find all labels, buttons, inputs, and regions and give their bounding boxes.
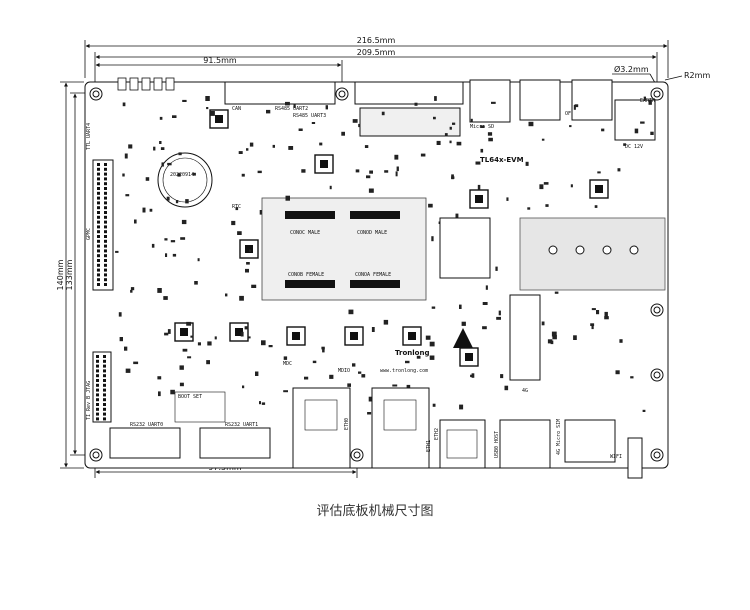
date-code-label: 20220914 xyxy=(170,172,194,178)
model-label: TL64x-EVM xyxy=(480,156,524,164)
expansion-holes xyxy=(548,245,639,255)
rs232-uart0-port xyxy=(109,427,181,459)
dimension-lines xyxy=(60,40,683,478)
top-offset-label: 91.5mm xyxy=(203,56,237,65)
overall-width-label: 216.5mm xyxy=(357,36,396,45)
dc-jack xyxy=(614,99,656,141)
mini-pcie-slot-2 xyxy=(439,217,491,279)
boot-set-label: BOOT SET xyxy=(178,394,202,400)
rs232-uart1-label: RS232 UART1 xyxy=(225,422,258,428)
rs485-uart3-label: RS485 UART3 xyxy=(293,113,326,119)
usb0-host-label: USB0 HOST xyxy=(494,431,500,458)
boot-set-table xyxy=(174,391,226,423)
wifi-label: WIFI xyxy=(610,454,622,460)
4g-label: 4G xyxy=(522,388,528,394)
mdio-label: MDIO xyxy=(338,368,350,374)
can-terminal xyxy=(224,81,336,105)
uart4-label: TTL UART4 xyxy=(86,123,92,150)
micro-sd-slot xyxy=(469,79,511,123)
conb-connector xyxy=(285,280,335,288)
eth1-port xyxy=(371,387,430,469)
eth2-port xyxy=(439,419,486,469)
rs232-uart0-label: RS232 UART0 xyxy=(130,422,163,428)
power-connector xyxy=(571,79,613,121)
mdc-label: MDC xyxy=(283,361,292,367)
micro-sim-label: 4G Micro SIM xyxy=(556,419,562,455)
cond-connector xyxy=(350,211,400,219)
wifi-antenna xyxy=(627,437,643,479)
eth1-label: ETH1 xyxy=(426,440,432,452)
board-connectors xyxy=(285,211,400,288)
top-leds xyxy=(117,77,175,91)
expansion-area xyxy=(519,217,666,291)
cona-connector xyxy=(350,280,400,288)
hole-span-width-label: 209.5mm xyxy=(357,48,396,57)
cona-label: CONOA FEMALE xyxy=(355,272,391,278)
rtc-label: RTC xyxy=(232,204,241,210)
brand-label: Tronlong xyxy=(395,349,429,357)
eth0-label: ETH0 xyxy=(344,418,350,430)
conb-label: CONOB FEMALE xyxy=(288,272,324,278)
earth-label: EARTH xyxy=(640,98,655,104)
rs232-uart1-port xyxy=(199,427,271,459)
eth0-port xyxy=(292,387,351,469)
dc-12v-label: DC 12V xyxy=(625,144,643,150)
hole-diameter-label: Ø3.2mm xyxy=(614,64,649,74)
conc-label: CONOC MALE xyxy=(290,230,320,236)
figure-caption: 评估底板机械尺寸图 xyxy=(316,504,434,519)
rs485-uart2-label: RS485 UART2 xyxy=(275,106,308,112)
eth2-label: ETH2 xyxy=(434,428,440,440)
terminal-block-2 xyxy=(354,81,464,105)
gpmc-header xyxy=(92,159,114,291)
sim-slot xyxy=(564,419,616,463)
mounting-holes xyxy=(89,87,664,462)
jtag-label: TI Rev B JTAG xyxy=(86,381,92,420)
mini-pcie-slot xyxy=(509,294,541,381)
gpmc-label: GPMC xyxy=(86,228,92,240)
dip-switch xyxy=(519,79,561,121)
corner-radius-label: R2mm xyxy=(684,71,710,80)
usb0-host-port xyxy=(499,419,551,469)
conc-connector xyxy=(285,211,335,219)
cond-label: CONOD MALE xyxy=(357,230,387,236)
hole-span-height-label: 133mm xyxy=(65,259,74,290)
can-label: CAN xyxy=(232,106,241,112)
jtag-header xyxy=(92,351,112,423)
relay-row xyxy=(359,107,461,137)
rtc-battery xyxy=(157,152,213,208)
overall-height-label: 140mm xyxy=(56,259,65,290)
website-label: www.tronlong.com xyxy=(380,368,428,374)
esd-warning-icon xyxy=(453,328,473,348)
